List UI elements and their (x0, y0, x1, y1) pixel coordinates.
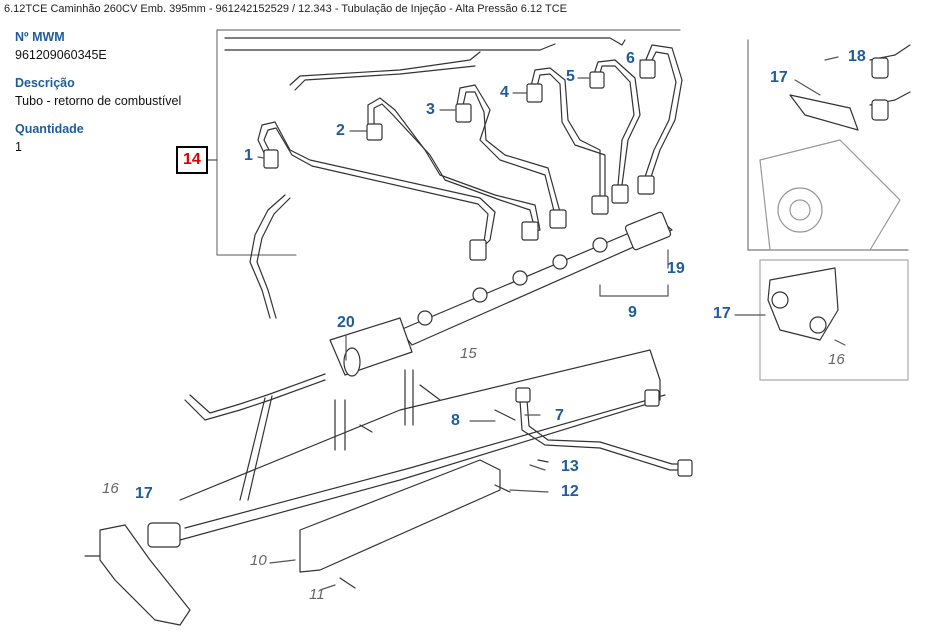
callout-2[interactable]: 2 (336, 122, 345, 139)
callout-11[interactable]: 11 (309, 586, 325, 603)
part-number-label: Nº MWM (15, 30, 65, 44)
callout-3[interactable]: 3 (426, 101, 435, 118)
callout-5[interactable]: 5 (566, 68, 575, 85)
callout-1[interactable]: 1 (244, 147, 253, 164)
description-label: Descrição (15, 76, 75, 90)
callout-17-left[interactable]: 17 (135, 485, 153, 502)
quantity-label: Quantidade (15, 122, 84, 136)
callout-9[interactable]: 9 (628, 304, 637, 321)
callout-17-top[interactable]: 17 (770, 69, 788, 86)
callout-14-selected[interactable]: 14 (176, 146, 208, 174)
callout-8[interactable]: 8 (451, 412, 460, 429)
callout-17-right[interactable]: 17 (713, 305, 731, 322)
breadcrumb: 6.12TCE Caminhão 260CV Emb. 395mm - 9612… (4, 3, 567, 15)
callout-15[interactable]: 15 (460, 345, 477, 362)
callout-13[interactable]: 13 (561, 458, 579, 475)
callout-6[interactable]: 6 (626, 50, 635, 67)
callout-19[interactable]: 19 (667, 260, 685, 277)
callout-7[interactable]: 7 (555, 407, 564, 424)
callout-10[interactable]: 10 (250, 552, 267, 569)
callout-18[interactable]: 18 (848, 48, 866, 65)
callout-4[interactable]: 4 (500, 84, 509, 101)
callout-20[interactable]: 20 (337, 314, 355, 331)
callout-12[interactable]: 12 (561, 483, 579, 500)
callout-16-right[interactable]: 16 (828, 351, 845, 368)
description-value: Tubo - retorno de combustível (15, 94, 182, 108)
part-number-value: 961209060345E (15, 48, 107, 62)
callout-16-left[interactable]: 16 (102, 480, 119, 497)
part-info-panel: Nº MWM 961209060345E Descrição Tubo - re… (15, 30, 215, 168)
quantity-value: 1 (15, 140, 22, 154)
